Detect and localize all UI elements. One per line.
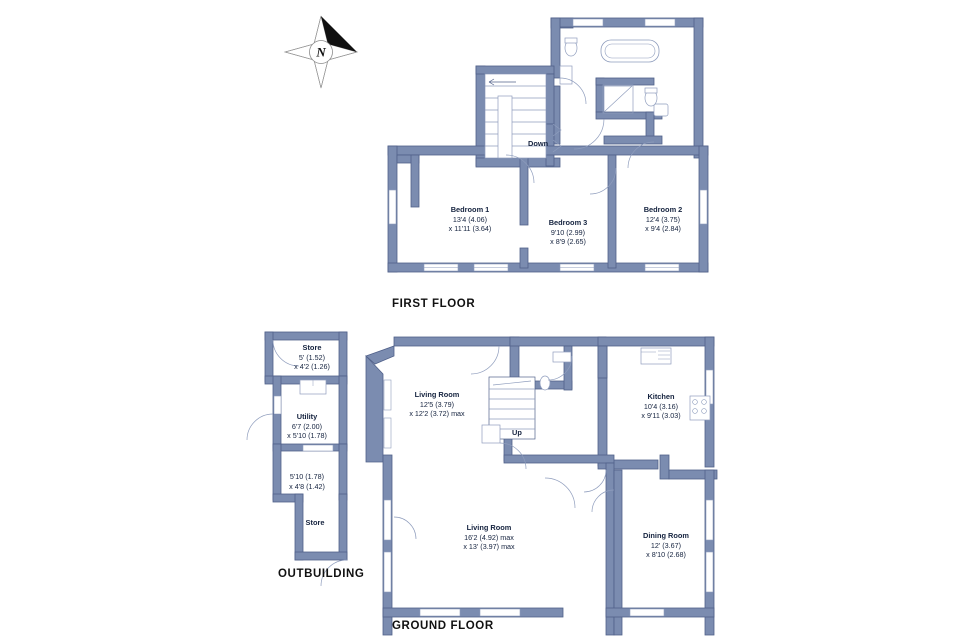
utility-sink-icon [299,379,327,395]
wc-icon [564,37,578,57]
room-dim-1: 5' (1.52) [298,352,326,362]
room-name: Bedroom 3 [548,218,588,227]
room-label-kitchen: Kitchen 10'4 (3.16) x 9'11 (3.03) [641,392,680,421]
room-label-bedroom-3: Bedroom 3 9'10 (2.99) x 8'9 (2.65) [549,218,588,247]
room-name: Living Room [466,523,512,532]
room-label-dining-room: Dining Room 12' (3.67) x 8'10 (2.68) [643,531,689,560]
room-dim-1: 10'4 (3.16) [643,401,679,411]
compass-rose-icon: N [283,15,359,89]
basin-2-icon [653,103,669,117]
sink-icon [640,347,672,365]
svg-text:N: N [315,45,326,60]
stair-label-down: Down [528,139,549,148]
ground-floor-plan [365,336,718,636]
room-label-living-room-upper: Living Room 12'5 (3.79) x 12'2 (3.72) ma… [409,390,464,419]
room-name: Utility [296,412,318,421]
room-name: Bedroom 1 [450,205,490,214]
door-swing-icon [393,345,615,540]
basin-ground-icon [552,351,572,363]
room-label-bedroom-1: Bedroom 1 13'4 (4.06) x 11'11 (3.64) [449,205,492,234]
room-dim-2: x 4'8 (1.42) [289,481,325,491]
ground-floor-title: GROUND FLOOR [392,620,494,632]
room-label-bedroom-2: Bedroom 2 12'4 (3.75) x 9'4 (2.84) [644,205,683,234]
room-label-utility: Utility 6'7 (2.00) x 5'10 (1.78) [287,412,327,441]
room-dim-2: x 12'2 (3.72) max [409,409,465,419]
room-dim-2: x 11'11 (3.64) [448,224,492,234]
room-name: Store [305,518,325,527]
room-label-living-room-lower: Living Room 16'2 (4.92) max x 13' (3.97)… [463,523,514,552]
room-name: Store [302,343,322,352]
room-dim-1: 12'4 (3.75) [645,214,681,224]
room-dim-1: 6'7 (2.00) [291,421,323,431]
shower-icon [602,84,634,114]
wc-2-icon [644,87,658,107]
room-dim-2: x 9'11 (3.03) [641,411,681,421]
outbuilding-plan [246,331,348,587]
door-swing-icon [246,339,348,587]
room-dim-2: x 8'10 (2.68) [646,550,686,560]
room-dim-1: 12'5 (3.79) [419,399,455,409]
hob-icon [689,395,711,421]
staircase-down-icon [484,73,547,159]
outbuilding-title: OUTBUILDING [278,568,365,580]
basin-icon [559,65,573,85]
room-label-unnamed-store: 5'10 (1.78) x 4'8 (1.42) [289,472,325,491]
room-dim-1: 5'10 (1.78) [289,472,325,481]
first-floor-title: FIRST FLOOR [392,298,476,310]
room-name: Bedroom 2 [643,205,683,214]
room-label-store-upper: Store 5' (1.52) x 4'2 (1.26) [294,343,330,372]
room-name: Dining Room [643,531,689,540]
door-swing-icon [505,77,655,195]
room-dim-2: x 4'2 (1.26) [294,362,330,372]
room-dim-2: x 8'9 (2.65) [550,237,586,247]
room-name: Kitchen [647,392,675,401]
wc-ground-icon [539,375,551,391]
room-dim-2: x 13' (3.97) max [463,542,515,552]
stair-label-up: Up [512,428,522,437]
first-floor-plan [387,17,709,273]
room-dim-1: 13'4 (4.06) [452,214,488,224]
room-dim-2: x 9'4 (2.84) [645,224,681,234]
room-label-store-lower: Store [306,518,325,528]
bath-icon [600,39,660,63]
staircase-up-icon [481,376,536,444]
room-name: Living Room [414,390,460,399]
room-dim-1: 16'2 (4.92) max [464,532,514,542]
room-dim-2: x 5'10 (1.78) [287,431,327,441]
room-dim-1: 12' (3.67) [650,540,682,550]
room-dim-1: 9'10 (2.99) [550,227,586,237]
